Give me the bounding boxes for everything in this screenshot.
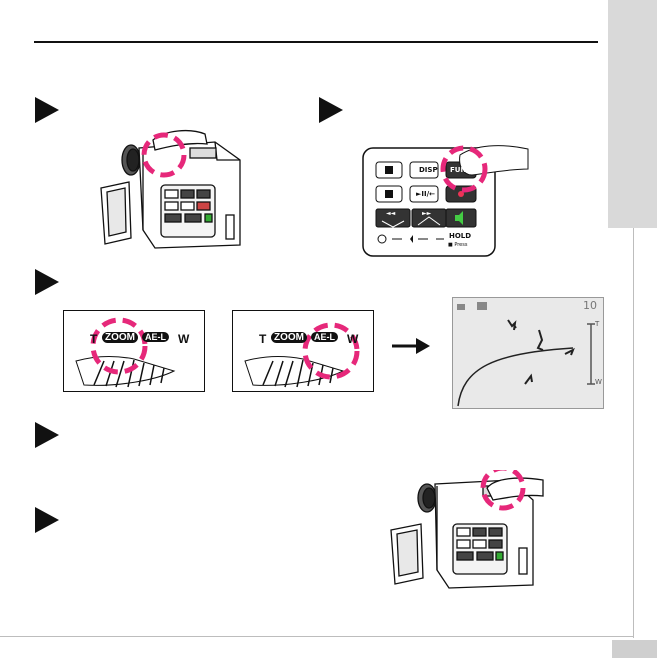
wide-label-2: W: [347, 332, 359, 346]
wide-label-1: W: [178, 332, 190, 346]
step-arrow-2: [319, 97, 343, 123]
camcorder-illustration-bottom: [390, 470, 544, 589]
zoom-tele-mark: T: [595, 320, 600, 328]
rewind-label: ◄◄: [386, 210, 396, 217]
zoom-wide-mark: W: [595, 378, 602, 386]
ael-label-2: AE-L: [311, 332, 338, 342]
step-arrow-1: [35, 97, 59, 123]
page-number-chip: [612, 640, 657, 658]
remote-control-panel: DISP FUNC ►II/← ◄◄ ►► HOLD ■ Press: [360, 145, 530, 260]
frame-counter: 10: [583, 299, 597, 312]
forward-label: ►►: [422, 210, 432, 217]
header-rule: [34, 41, 598, 43]
chapter-side-tab: [608, 0, 657, 228]
zoom-switch-plate-1: T ZOOM AE-L W: [63, 310, 205, 392]
camcorder-illustration-top: [100, 129, 241, 249]
func-label: FUNC: [450, 166, 472, 174]
page-right-border: [633, 228, 634, 638]
step-arrow-4: [35, 422, 59, 448]
tele-label-1: T: [90, 332, 98, 346]
tele-label-2: T: [259, 332, 267, 346]
page-bottom-border: [0, 636, 634, 637]
step-arrow-3: [35, 269, 59, 295]
hold-sublabel: ■ Press: [448, 242, 468, 248]
hold-label: HOLD: [449, 232, 472, 240]
play-pause-label: ►II/←: [416, 190, 436, 198]
viewfinder-zoom-scene: 10 T W: [452, 297, 604, 409]
right-arrow-icon: [392, 338, 430, 354]
zoom-label-1: ZOOM: [102, 332, 138, 343]
step-arrow-5: [35, 507, 59, 533]
ael-label-1: AE-L: [142, 332, 169, 342]
zoom-switch-plate-2: T ZOOM AE-L W: [232, 310, 374, 392]
disp-label: DISP: [419, 166, 438, 174]
zoom-label-2: ZOOM: [271, 332, 307, 343]
